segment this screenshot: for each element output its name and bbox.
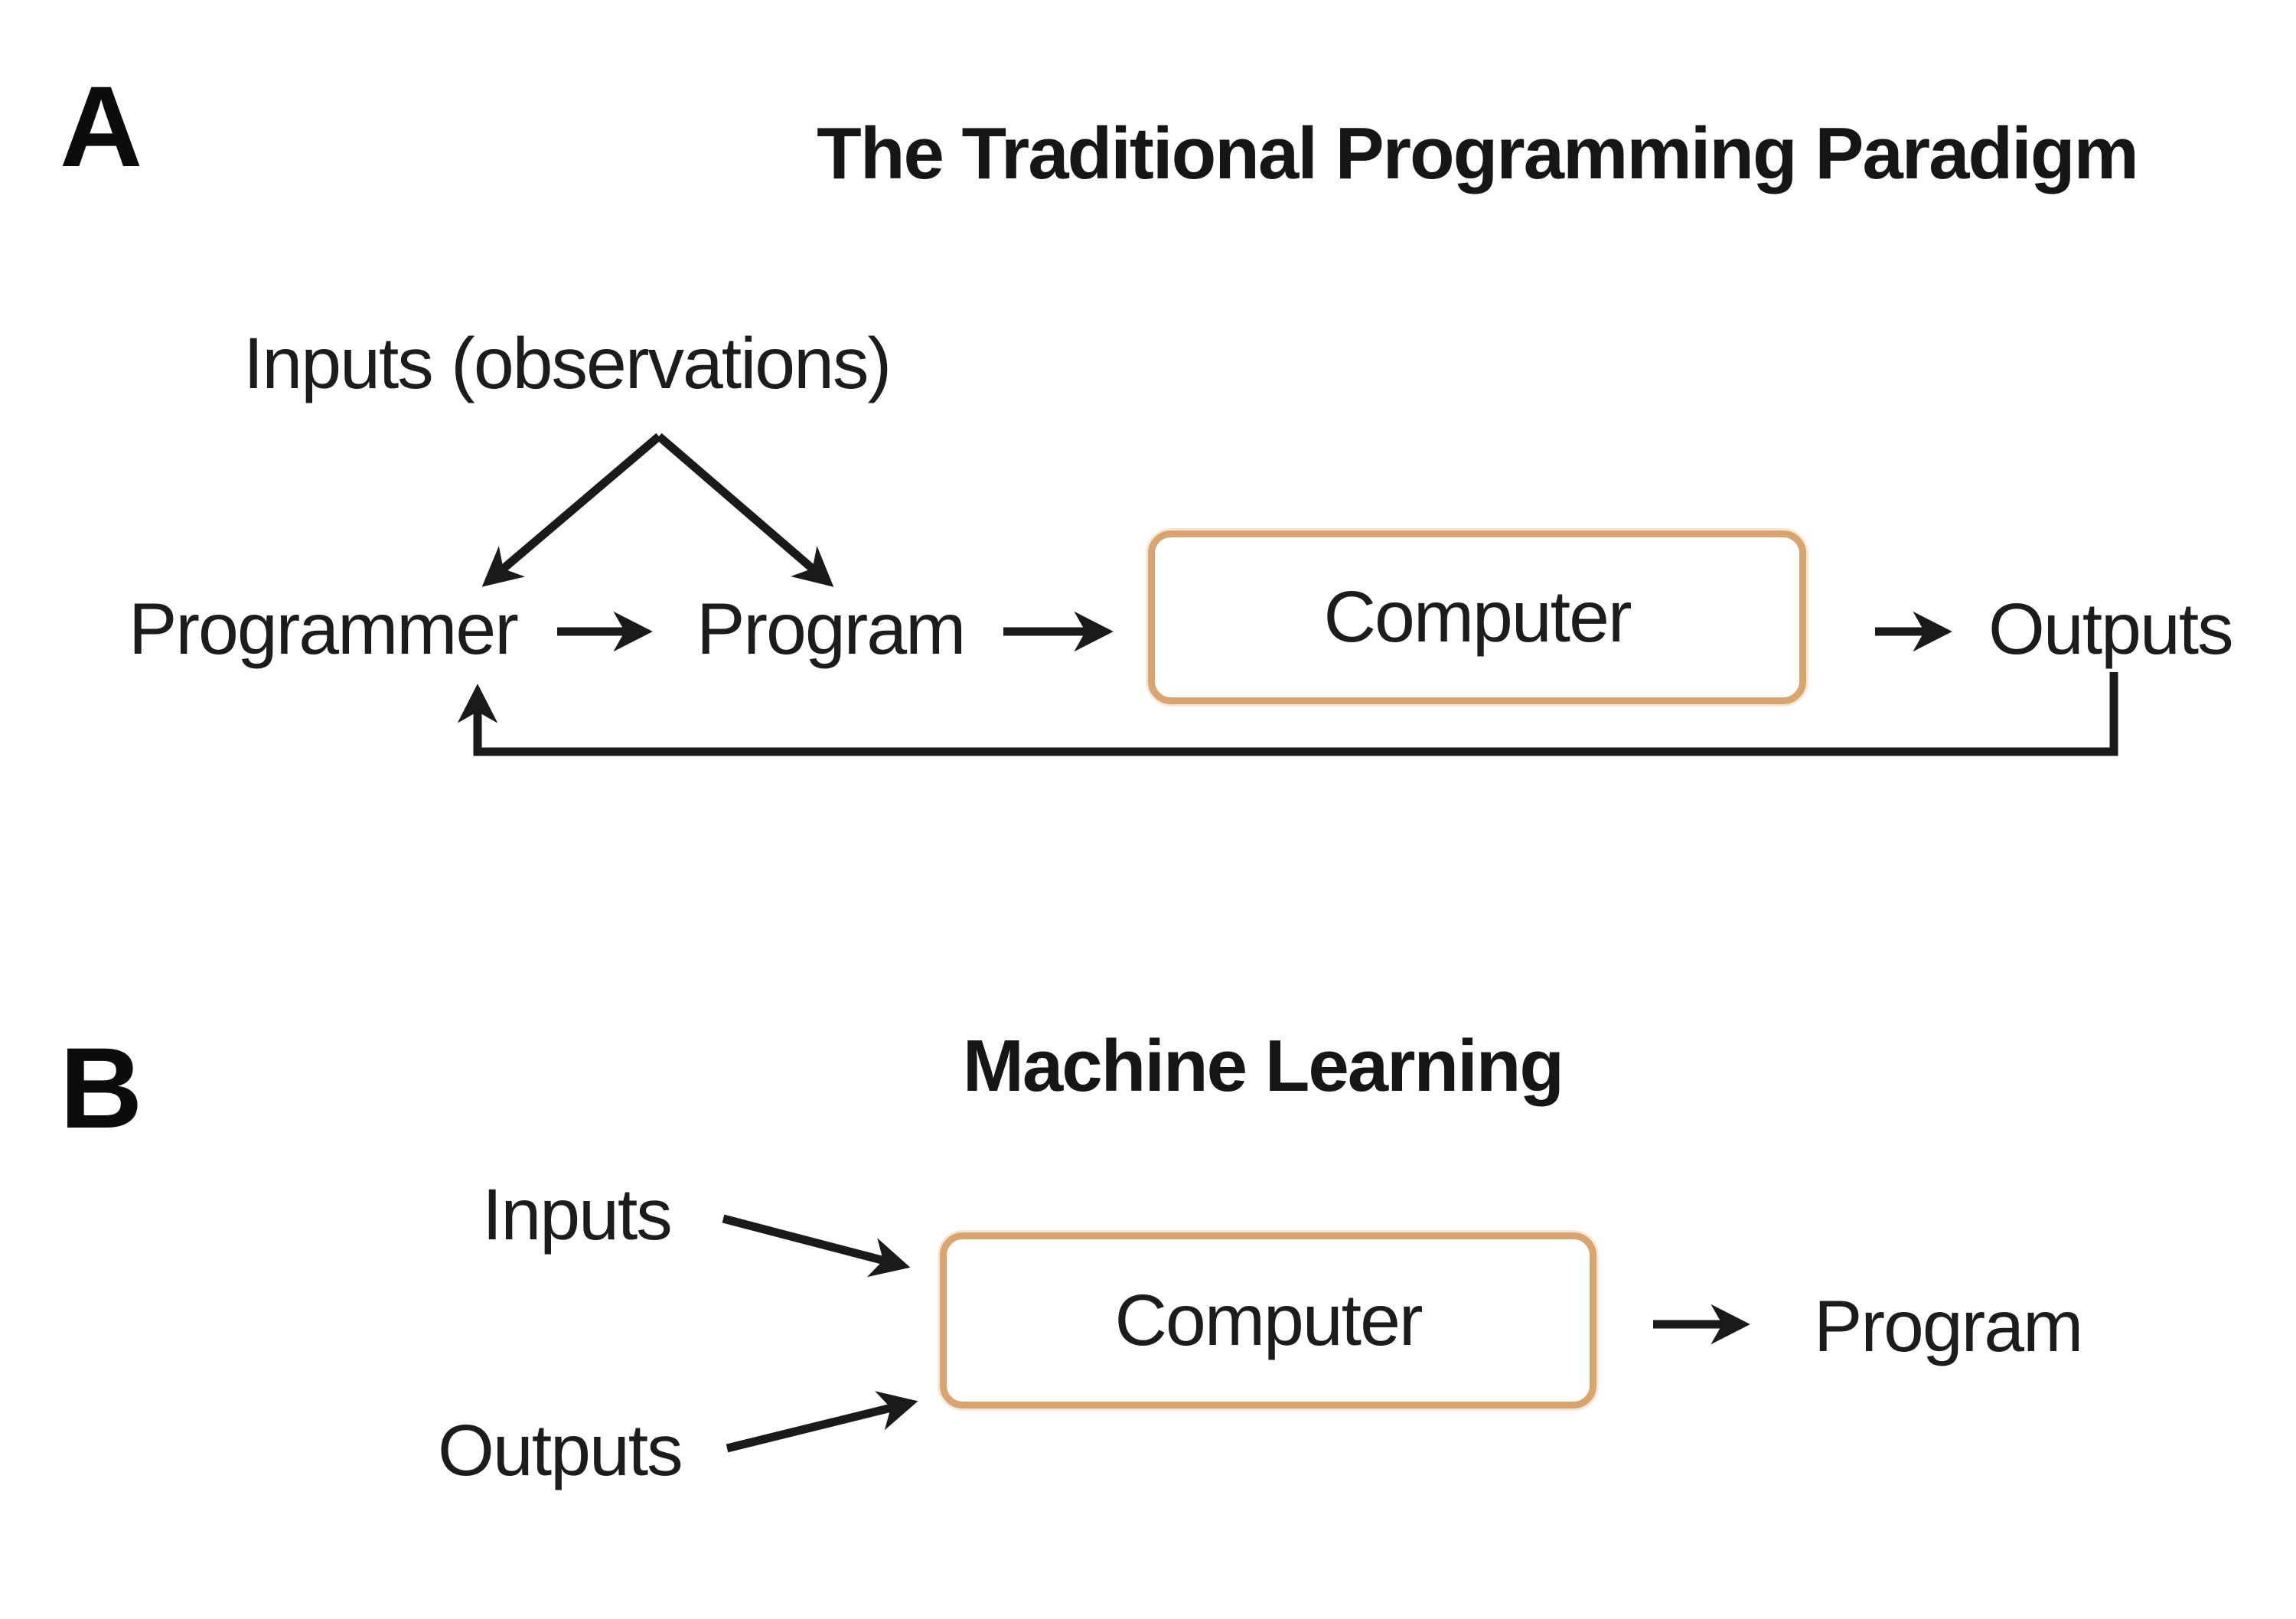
computer-box-a-label: Computer [1323, 576, 1632, 658]
arrow-inputs-to-program [656, 432, 834, 587]
arrow-inputs-to-programmer [481, 432, 662, 587]
panel-a-letter: A [60, 62, 143, 191]
node-outputs-b: Outputs [438, 1410, 683, 1491]
arrow-inputs-to-computer [722, 1214, 911, 1278]
node-program-a: Program [696, 589, 966, 670]
computer-box-a: Computer [1148, 530, 1806, 704]
panel-b-title: Machine Learning [962, 1025, 1564, 1107]
computer-box-b-label: Computer [1114, 1279, 1423, 1361]
node-inputs-observations: Inputs (observations) [243, 323, 892, 404]
node-inputs-b: Inputs [482, 1174, 673, 1255]
feedback-arrow-outputs-to-programmer [457, 672, 2118, 756]
panel-b-letter: B [60, 1023, 143, 1152]
node-program-b: Program [1814, 1286, 2083, 1367]
computer-box-b: Computer [940, 1232, 1596, 1408]
node-programmer: Programmer [129, 589, 519, 670]
panel-a-title: The Traditional Programming Paradigm [817, 113, 2139, 194]
arrow-outputs-to-computer [726, 1391, 918, 1453]
node-outputs-a: Outputs [1988, 589, 2234, 670]
